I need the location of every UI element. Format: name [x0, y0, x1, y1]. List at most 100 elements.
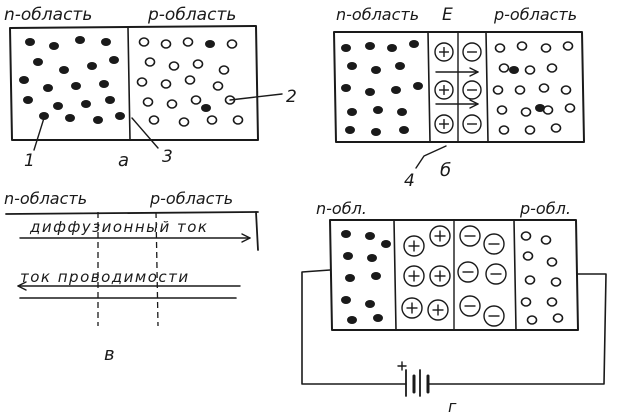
- electron-icon: [365, 300, 375, 308]
- diagram-v-p-label: p-область: [149, 189, 233, 208]
- diagram-g-holes: [520, 231, 564, 325]
- diagram-b-depletion-left-edge: [427, 31, 431, 143]
- electron-icon: [399, 126, 409, 134]
- electron-icon: [99, 80, 109, 88]
- hole-icon: [522, 251, 534, 261]
- positive-ion-icon: [429, 225, 451, 247]
- electron-icon: [65, 114, 75, 122]
- electron-icon: [509, 66, 519, 74]
- electron-icon: [87, 62, 97, 70]
- diagram-a-caption: а: [118, 150, 129, 171]
- diagram-b-frame: [333, 31, 585, 143]
- electron-icon: [365, 88, 375, 96]
- hole-icon: [218, 65, 230, 75]
- negative-ion-icon: [462, 114, 482, 134]
- hole-icon: [520, 297, 532, 307]
- diagram-a-holes: [136, 37, 244, 127]
- callout-2-leader: [229, 93, 283, 101]
- electron-icon: [341, 44, 351, 52]
- negative-ion-icon: [457, 261, 479, 283]
- diffusion-current-arrowhead: [241, 233, 251, 243]
- diagram-v-caption: в: [104, 344, 115, 365]
- electron-icon: [33, 58, 43, 66]
- hole-icon: [550, 123, 562, 133]
- hole-icon: [514, 85, 526, 95]
- diagram-g-depletion-left-edge: [393, 219, 397, 331]
- electron-icon: [381, 240, 391, 248]
- electron-icon: [347, 62, 357, 70]
- electron-icon: [345, 126, 355, 134]
- hole-icon: [546, 63, 558, 73]
- diagram-g-depletion-right-edge: [513, 219, 517, 331]
- electron-icon: [81, 100, 91, 108]
- electron-icon: [105, 96, 115, 104]
- hole-icon: [560, 85, 572, 95]
- diagram-a-junction-line: [127, 27, 131, 141]
- callout-4-number: 4: [404, 171, 415, 191]
- hole-icon: [142, 97, 154, 107]
- hole-icon: [136, 77, 148, 87]
- hole-icon: [138, 37, 150, 47]
- diagram-g-electrons: [341, 230, 391, 324]
- diagram-g-frame: [329, 219, 579, 331]
- electron-icon: [535, 104, 545, 112]
- hole-icon: [232, 115, 244, 125]
- hole-icon: [496, 105, 508, 115]
- hole-icon: [524, 65, 536, 75]
- hole-icon: [160, 39, 172, 49]
- diagram-b-p-label: p-область: [493, 5, 577, 24]
- conduction-current-arrowhead: [17, 281, 27, 291]
- hole-icon: [212, 81, 224, 91]
- field-arrow-2-head: [469, 99, 479, 109]
- hole-icon: [184, 75, 196, 85]
- negative-ion-icon: [483, 305, 505, 327]
- diagram-a-n-label: n-область: [4, 5, 92, 25]
- hole-icon: [182, 37, 194, 47]
- hole-icon: [520, 107, 532, 117]
- hole-icon: [524, 125, 536, 135]
- positive-ion-icon: [427, 299, 449, 321]
- electron-icon: [115, 112, 125, 120]
- diagram-v-n-label: n-область: [4, 189, 87, 208]
- electron-icon: [341, 84, 351, 92]
- callout-1-number: 1: [24, 151, 35, 171]
- negative-ion-icon: [483, 233, 505, 255]
- hole-icon: [494, 43, 506, 53]
- diagram-b-holes: [492, 41, 576, 135]
- circuit-wire-right: [427, 273, 607, 385]
- electron-icon: [373, 106, 383, 114]
- negative-ion-icon: [485, 263, 507, 285]
- electron-icon: [341, 230, 351, 238]
- diagram-g-n-label: n-обл.: [316, 199, 367, 218]
- positive-ion-icon: [403, 235, 425, 257]
- hole-icon: [538, 83, 550, 93]
- electron-icon: [109, 56, 119, 64]
- hole-icon: [190, 95, 202, 105]
- electron-icon: [43, 84, 53, 92]
- positive-ion-icon: [401, 297, 423, 319]
- electron-icon: [343, 252, 353, 260]
- electron-icon: [59, 66, 69, 74]
- electron-icon: [201, 104, 211, 112]
- hole-icon: [498, 63, 510, 73]
- diagram-g-caption: г: [448, 397, 457, 414]
- hole-icon: [166, 99, 178, 109]
- field-arrows: [435, 67, 479, 109]
- hole-icon: [552, 313, 564, 323]
- electron-icon: [25, 38, 35, 46]
- electron-icon: [397, 108, 407, 116]
- electron-icon: [371, 66, 381, 74]
- hole-icon: [540, 43, 552, 53]
- diagram-b: n-область E p-область 4 б: [333, 5, 585, 191]
- hole-icon: [192, 59, 204, 69]
- conduction-current-label: ток проводимости: [20, 268, 190, 286]
- diagram-v-dashed-right: [155, 211, 159, 327]
- electron-icon: [371, 272, 381, 280]
- diagram-v: n-область p-область диффузионный ток ток…: [4, 189, 259, 365]
- electron-icon: [367, 254, 377, 262]
- diagram-a-p-label: p-область: [147, 5, 236, 25]
- electron-icon: [341, 296, 351, 304]
- diagram-v-top-border: [5, 211, 259, 215]
- hole-icon: [516, 41, 528, 51]
- positive-ion-icon: [429, 265, 451, 287]
